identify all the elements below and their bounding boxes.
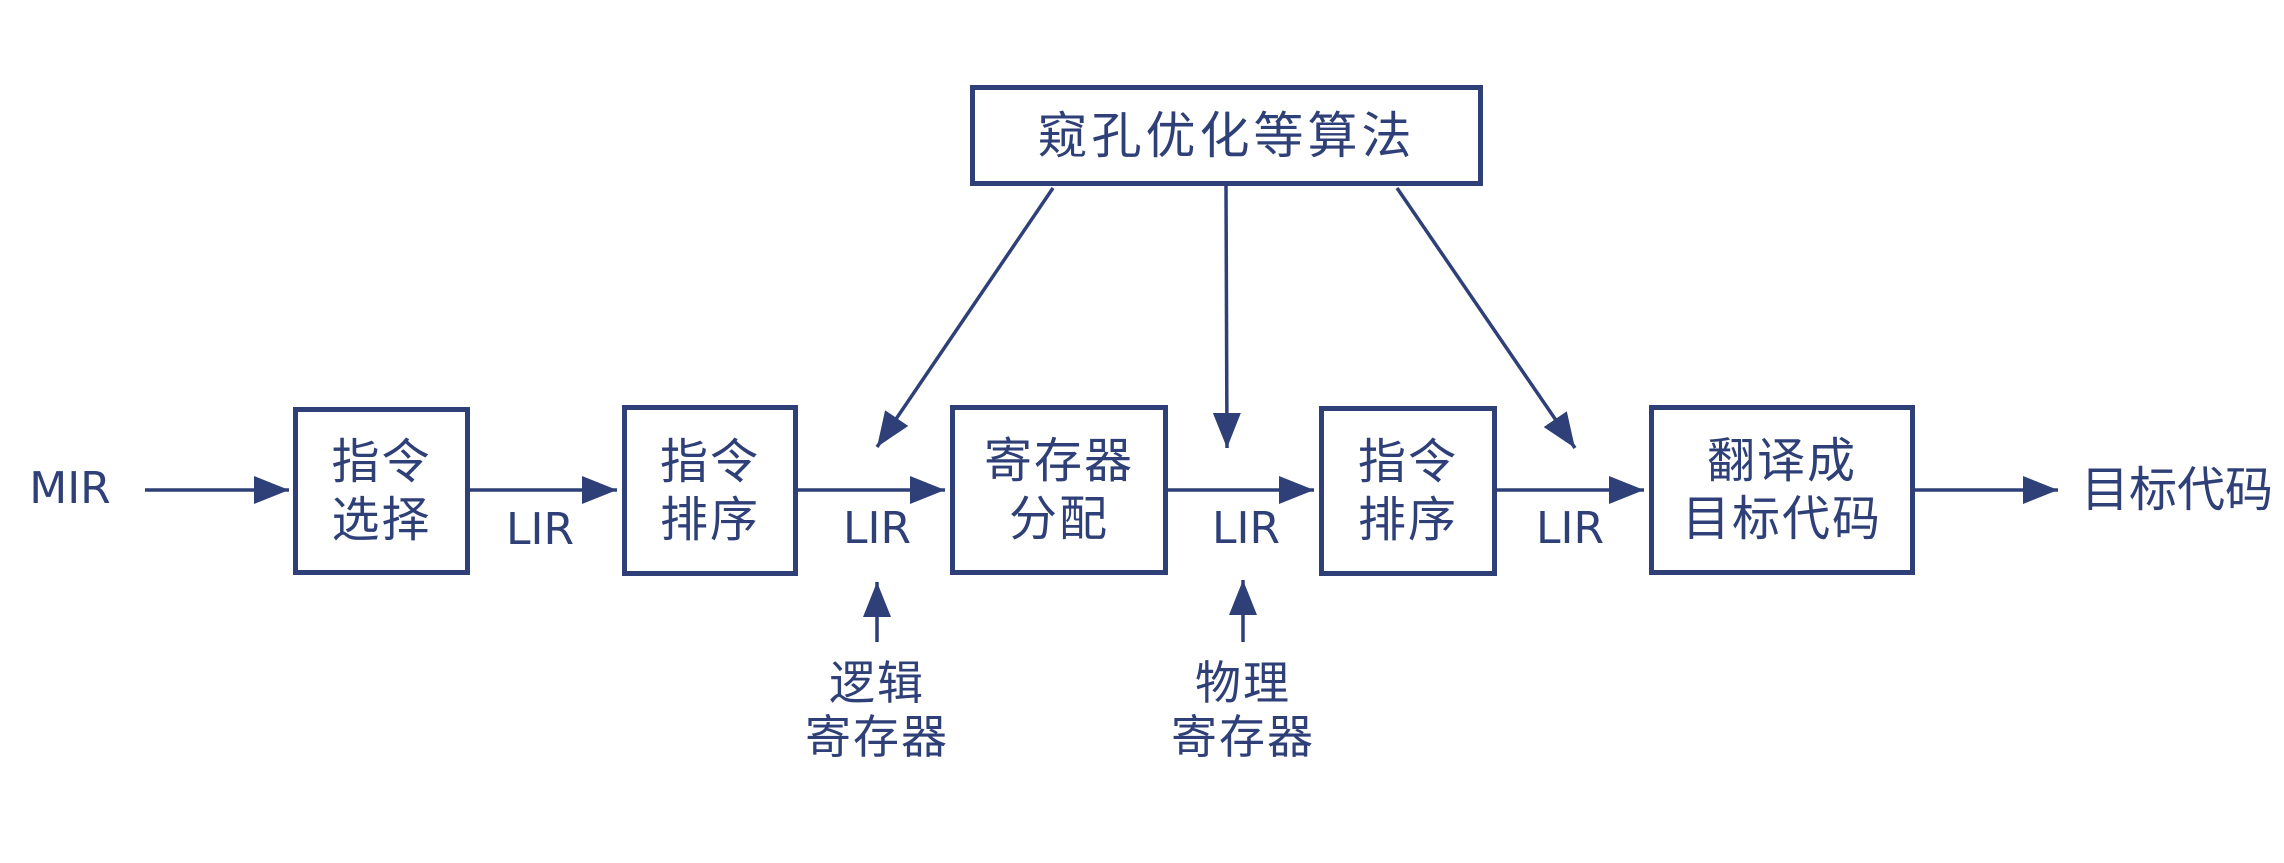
edge-label-lir-1: LIR [505, 504, 575, 555]
label-logical-registers-line2: 寄存器 [805, 710, 949, 764]
box-instruction-selection: 指令 选择 [293, 407, 470, 575]
box-register-allocation-line2: 分配 [1008, 491, 1109, 547]
box-instruction-scheduling-2-line1: 指令 [1357, 434, 1458, 490]
arrow-peephole-right [1395, 187, 1577, 449]
label-physical-registers: 物理 寄存器 [1171, 656, 1315, 764]
edge-label-lir-3: LIR [1211, 503, 1281, 554]
arrow-peephole-middle [1212, 185, 1241, 449]
box-peephole-optimization: 窥孔优化等算法 [970, 85, 1483, 186]
edge-label-lir-4: LIR [1535, 503, 1605, 554]
arrow-peephole-left [875, 187, 1055, 448]
box-register-allocation: 寄存器 分配 [950, 405, 1168, 575]
label-logical-registers: 逻辑 寄存器 [805, 656, 949, 764]
box-register-allocation-line1: 寄存器 [983, 433, 1134, 489]
box-instruction-selection-line2: 选择 [331, 492, 432, 548]
box-translate-to-target-code: 翻译成 目标代码 [1649, 405, 1915, 575]
box-peephole-optimization-label: 窥孔优化等算法 [1037, 106, 1416, 165]
box-instruction-selection-line1: 指令 [331, 434, 432, 490]
box-instruction-scheduling-1: 指令 排序 [622, 405, 798, 576]
label-physical-registers-line2: 寄存器 [1171, 710, 1315, 764]
box-instruction-scheduling-2-line2: 排序 [1357, 492, 1458, 548]
label-logical-registers-line1: 逻辑 [829, 656, 925, 710]
input-label-mir: MIR [29, 463, 111, 514]
box-translate-to-target-code-line1: 翻译成 [1706, 433, 1857, 489]
box-instruction-scheduling-1-line2: 排序 [659, 491, 760, 548]
output-label-target-code: 目标代码 [2080, 462, 2274, 518]
box-translate-to-target-code-line2: 目标代码 [1681, 491, 1882, 547]
box-instruction-scheduling-2: 指令 排序 [1319, 406, 1497, 576]
label-physical-registers-line1: 物理 [1195, 656, 1291, 710]
box-instruction-scheduling-1-line1: 指令 [659, 433, 760, 490]
edge-label-lir-2: LIR [842, 503, 912, 554]
